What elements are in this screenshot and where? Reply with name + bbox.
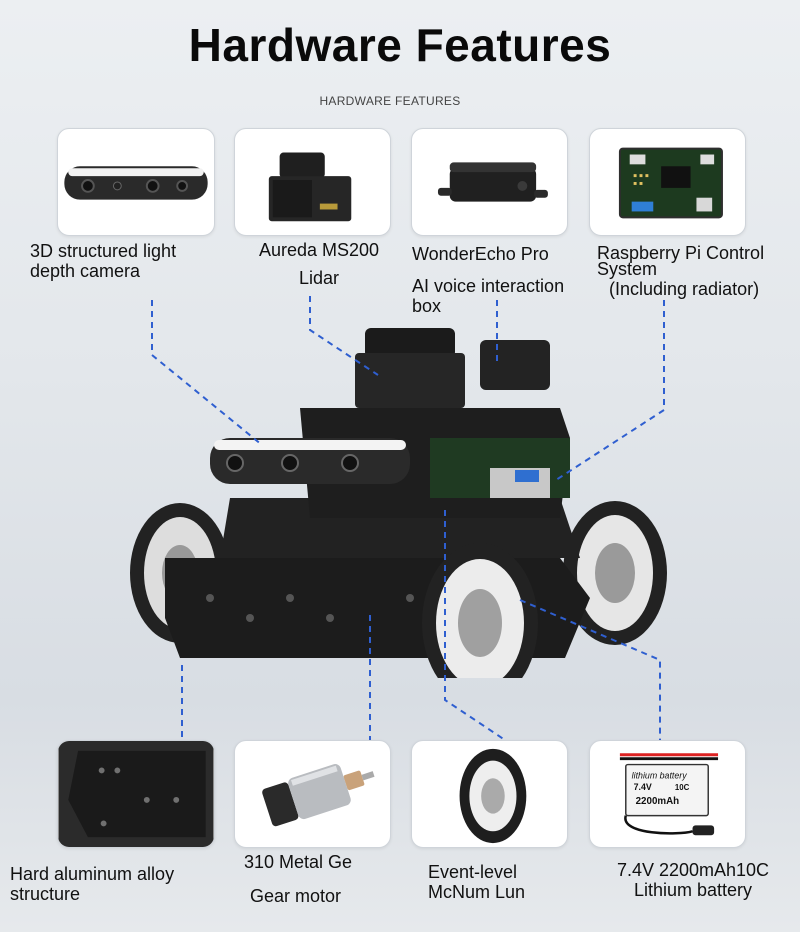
card-lidar xyxy=(234,128,391,236)
voice-box-icon xyxy=(437,162,548,202)
label-line: Lidar xyxy=(298,268,340,288)
label-line: Event-level xyxy=(428,862,518,882)
page-title: Hardware Features xyxy=(188,19,612,71)
battery-icon: lithium battery 7.4V 10C 2200mAh xyxy=(619,753,719,836)
page-subtitle: HARDWARE FEATURES xyxy=(319,94,461,108)
label-line: System xyxy=(597,259,658,279)
card-control-board xyxy=(589,128,746,236)
label-line: 7.4V 2200mAh10C xyxy=(616,860,770,880)
gear-motor-icon xyxy=(262,764,375,827)
card-battery: lithium battery 7.4V 10C 2200mAh xyxy=(589,740,746,848)
label-line: Hard aluminum alloy xyxy=(10,864,175,884)
mecanum-wheel-icon xyxy=(459,748,527,844)
control-board-icon xyxy=(618,147,723,219)
card-voice-box xyxy=(411,128,568,236)
label-mecanum-wheel: Event-level McNum Lun xyxy=(428,862,525,902)
label-line: box xyxy=(412,296,442,316)
aluminum-frame-icon xyxy=(58,741,214,847)
label-line: Aureda MS200 xyxy=(258,240,380,260)
label-line: depth camera xyxy=(30,261,141,281)
label-gear-motor: 310 Metal Ge Gear motor xyxy=(244,852,352,906)
label-line: WonderEcho Pro xyxy=(412,244,549,264)
robot-car-image xyxy=(130,328,667,678)
card-aluminum-frame xyxy=(57,740,215,848)
depth-camera-icon xyxy=(64,166,208,200)
label-line: Lithium battery xyxy=(633,880,753,900)
label-line: Raspberry Pi Control xyxy=(597,243,765,263)
card-depth-camera xyxy=(57,128,215,236)
label-line: 3D structured light xyxy=(30,241,177,261)
label-line: McNum Lun xyxy=(428,882,526,902)
battery-rate-text: 10C xyxy=(675,783,690,792)
lidar-icon xyxy=(268,152,352,222)
label-control-board: Raspberry Pi Control System (Including r… xyxy=(597,243,764,299)
card-gear-motor xyxy=(234,740,391,848)
label-voice-box: WonderEcho Pro AI voice interaction box xyxy=(412,244,564,316)
label-line: 310 Metal Ge xyxy=(244,852,353,872)
label-line: structure xyxy=(10,884,81,904)
battery-voltage-text: 7.4V xyxy=(634,782,652,792)
card-mecanum-wheel xyxy=(411,740,568,848)
label-lidar: Aureda MS200 Lidar xyxy=(250,240,388,288)
label-line: Gear motor xyxy=(250,886,342,906)
battery-brand-text: lithium battery xyxy=(632,770,688,780)
label-battery: 7.4V 2200mAh10C Lithium battery xyxy=(603,860,783,900)
label-aluminum-frame: Hard aluminum alloy structure xyxy=(10,864,174,904)
battery-capacity-text: 2200mAh xyxy=(636,796,680,807)
label-line: AI voice interaction xyxy=(412,276,565,296)
label-line: (Including radiator) xyxy=(609,279,760,299)
label-depth-camera: 3D structured light depth camera xyxy=(30,241,176,281)
